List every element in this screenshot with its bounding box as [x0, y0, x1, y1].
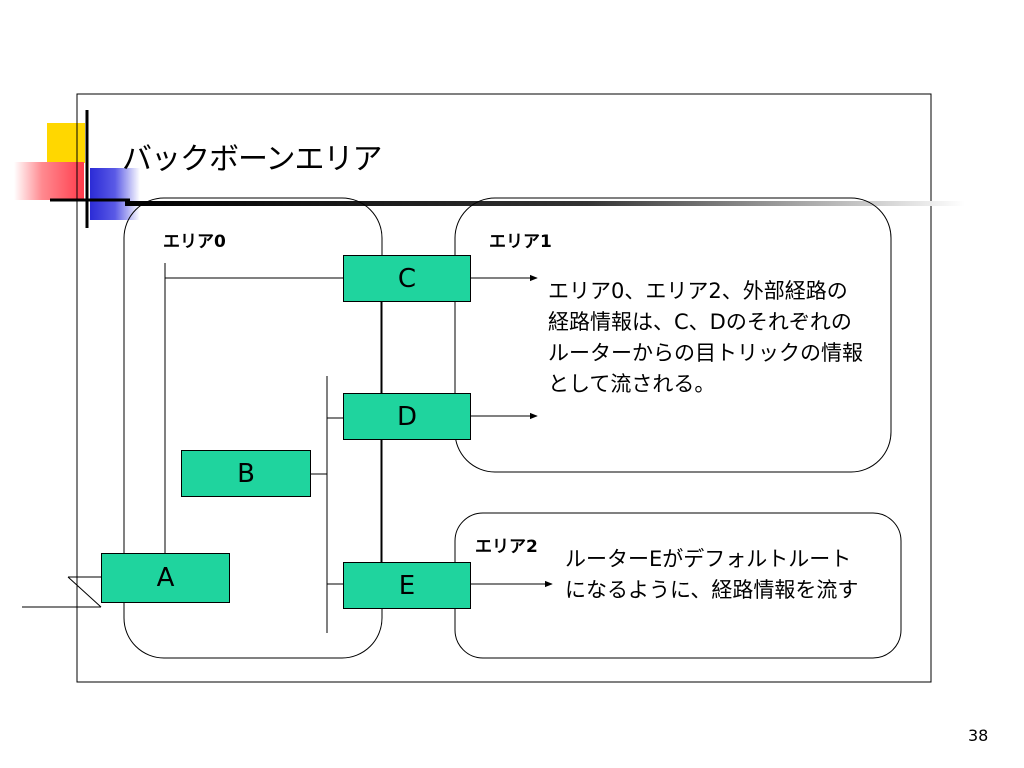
page-title: バックボーンエリア — [122, 142, 382, 177]
router-b: B — [181, 450, 311, 497]
area1-box — [454, 197, 892, 473]
router-c: C — [343, 255, 471, 302]
logo-blue-square — [90, 168, 140, 220]
area0-label: エリア0 — [163, 232, 226, 252]
area2-description: ルーターEがデフォルトルートになるように、経路情報を流す — [565, 547, 859, 602]
area2-label: エリア2 — [475, 537, 538, 557]
logo-red-square — [14, 162, 84, 200]
logo-yellow-square — [47, 123, 85, 163]
slide-frame — [76, 93, 932, 683]
page-number: 38 — [968, 726, 989, 745]
router-e: E — [343, 562, 471, 609]
area1-description: エリア0、エリア2、外部経路の経路情報は、C、Dのそれぞれのルーターからの目トリ… — [548, 279, 863, 396]
router-d: D — [343, 393, 471, 440]
external-link — [67, 576, 102, 608]
router-a: A — [101, 553, 230, 603]
title-underline — [125, 201, 965, 206]
area1-label: エリア1 — [489, 232, 552, 252]
